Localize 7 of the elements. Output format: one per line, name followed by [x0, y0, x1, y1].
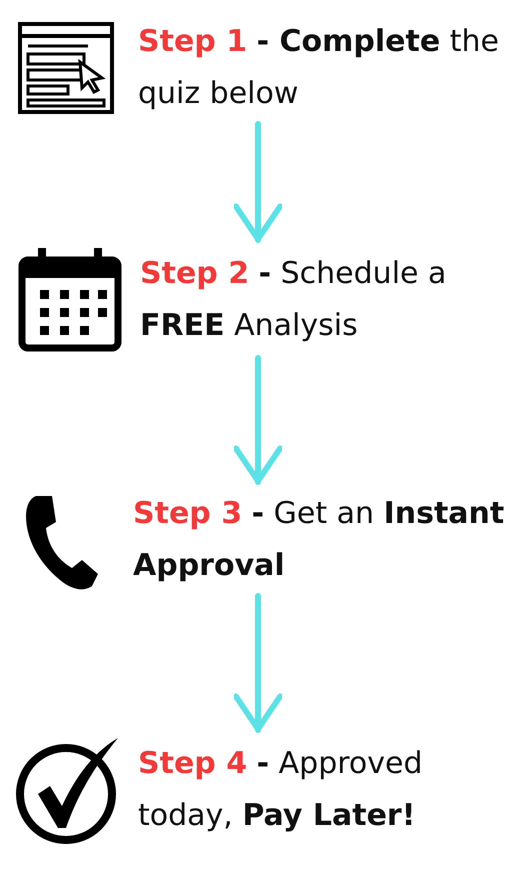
arrow: [233, 593, 283, 733]
step-text: Step 3 - Get an Instant Approval: [133, 495, 506, 585]
arrow: [233, 121, 283, 243]
arrow: [233, 355, 283, 485]
step-text: Step 2 - Schedule a FREE Analysis: [140, 255, 448, 345]
step-text: Step 1 - Complete the quiz below: [138, 23, 500, 113]
step-text: Step 4 - Approved today, Pay Later!: [138, 745, 424, 835]
